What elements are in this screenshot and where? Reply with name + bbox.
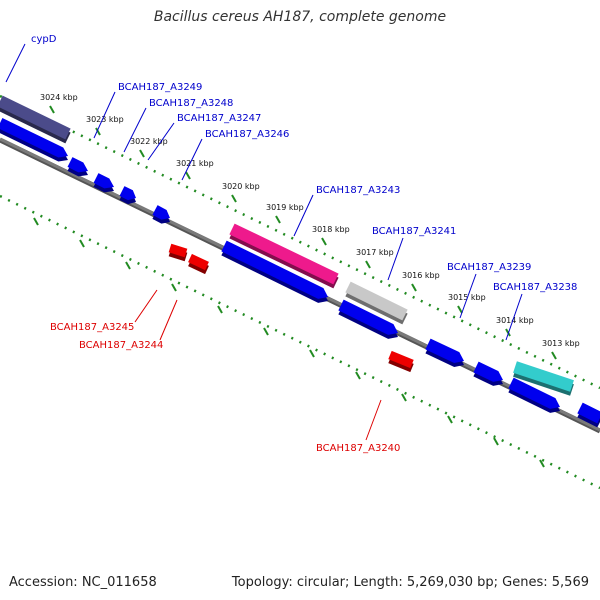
map-title: Bacillus cereus AH187, complete genome	[153, 9, 447, 25]
outer-dotted-scale	[0, 94, 600, 390]
tick-mark	[505, 328, 511, 337]
reverse-gene-label: BCAH187_A3245	[50, 322, 134, 333]
tick-mark	[309, 349, 315, 358]
tick-mark	[33, 217, 39, 226]
cds-arrow	[221, 240, 328, 299]
tick-mark	[49, 105, 55, 114]
tick-label: 3020 kbp	[222, 182, 260, 191]
label-leader	[159, 299, 178, 341]
cds-arrow	[577, 402, 600, 424]
inner-dotted-scale	[0, 194, 600, 490]
tick-mark	[493, 437, 499, 446]
tick-mark	[551, 351, 557, 360]
tick-mark	[125, 261, 131, 270]
forward-gene-label: BCAH187_A3239	[447, 262, 531, 273]
reverse-cds	[188, 253, 209, 271]
tick-label: 3019 kbp	[266, 203, 304, 212]
tick-mark	[139, 149, 145, 158]
tick-mark	[275, 215, 281, 224]
tick-label: 3014 kbp	[496, 316, 534, 325]
cds-arrow	[119, 186, 136, 201]
tick-mark	[79, 239, 85, 248]
forward-gene-label: BCAH187_A3248	[149, 98, 233, 109]
forward-gene-label: BCAH187_A3246	[205, 129, 289, 140]
feature-labels: cypD BCAH187_A3249BCAH187_A3248BCAH187_A3…	[5, 34, 577, 454]
label-leader	[147, 122, 175, 161]
tick-label: 3023 kbp	[86, 115, 124, 124]
label-leader	[459, 273, 477, 319]
accession-text: Accession: NC_011658	[9, 575, 157, 590]
gene-block-a3241	[345, 281, 408, 321]
tick-mark	[95, 127, 101, 136]
cds-arrow	[152, 205, 170, 220]
cds-arrow	[425, 338, 464, 364]
label-leader	[5, 43, 26, 83]
label-leader	[93, 91, 116, 139]
tick-label: 3017 kbp	[356, 248, 394, 257]
tick-mark	[457, 305, 463, 314]
forward-gene-label: BCAH187_A3238	[493, 282, 577, 293]
tick-label: 3016 kbp	[402, 271, 440, 280]
label-leader	[123, 107, 147, 153]
tick-mark	[355, 371, 361, 380]
tick-label: 3022 kbp	[130, 137, 168, 146]
tick-mark	[321, 237, 327, 246]
tick-label: 3021 kbp	[176, 159, 214, 168]
tick-label: 3024 kbp	[40, 93, 78, 102]
tick-mark	[447, 415, 453, 424]
gene-features	[0, 95, 600, 434]
label-leader	[505, 293, 523, 341]
cds-arrow	[473, 361, 503, 382]
topology-text: Topology: circular; Length: 5,269,030 bp…	[231, 575, 589, 590]
scale-ticks: 3024 kbp 3023 kbp 3022 kbp 3021 kbp 3020 kbp…	[0, 93, 600, 490]
tick-mark	[231, 194, 237, 203]
label-leader	[181, 138, 203, 181]
cds-arrow	[67, 157, 88, 173]
cds-arrow	[93, 173, 114, 189]
cds-arrow	[0, 118, 68, 158]
gene-block-a3243	[229, 223, 339, 285]
reverse-cds	[388, 350, 414, 369]
label-leader	[134, 289, 158, 323]
reverse-gene-label: BCAH187_A3244	[79, 340, 163, 351]
tick-mark	[171, 283, 177, 292]
tick-mark	[263, 327, 269, 336]
label-leader	[387, 237, 404, 281]
gene-block-cypd	[0, 95, 71, 140]
forward-gene-label: cypD	[31, 34, 57, 45]
tick-mark	[217, 305, 223, 314]
reverse-cds	[168, 243, 188, 258]
tick-label: 3013 kbp	[542, 339, 580, 348]
tick-mark	[411, 283, 417, 292]
gene-block-a3238	[513, 361, 574, 392]
tick-mark	[401, 393, 407, 402]
forward-gene-label: BCAH187_A3249	[118, 82, 202, 93]
tick-label: 3018 kbp	[312, 225, 350, 234]
forward-gene-label: BCAH187_A3247	[177, 113, 261, 124]
label-leader	[365, 399, 382, 441]
forward-gene-label: BCAH187_A3241	[372, 226, 456, 237]
label-leader	[293, 194, 314, 237]
tick-mark	[185, 171, 191, 180]
tick-mark	[539, 459, 545, 468]
tick-label: 3015 kbp	[448, 293, 486, 302]
tick-mark	[365, 260, 371, 269]
cds-arrow	[508, 377, 560, 409]
cds-arrow	[338, 299, 398, 335]
reverse-gene-label: BCAH187_A3240	[316, 443, 400, 454]
forward-gene-label: BCAH187_A3243	[316, 185, 400, 196]
